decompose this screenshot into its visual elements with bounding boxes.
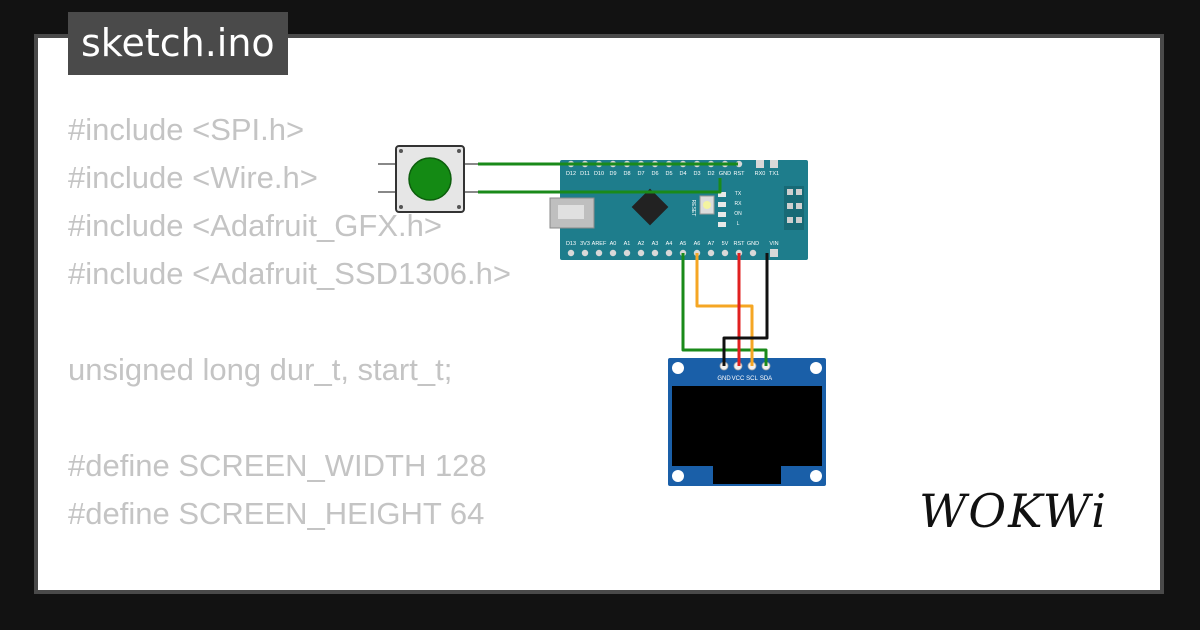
pin-label-bottom: A0 bbox=[610, 241, 617, 247]
header-pin-bottom bbox=[651, 249, 659, 257]
header-pin-bottom bbox=[749, 249, 757, 257]
pin-label-bottom: RST bbox=[734, 241, 746, 247]
led-label: ON bbox=[734, 211, 742, 217]
microcontroller-chip bbox=[631, 188, 669, 226]
header-pin-top bbox=[735, 160, 743, 168]
arduino-nano-board bbox=[560, 160, 808, 260]
header-pin-bottom bbox=[567, 249, 575, 257]
wire-button-to-gnd bbox=[478, 178, 722, 194]
pin-label-top: D7 bbox=[637, 171, 644, 177]
pin-label-top: D8 bbox=[623, 171, 630, 177]
pin-label-bottom: A3 bbox=[652, 241, 659, 247]
pin-label-top: D2 bbox=[707, 171, 714, 177]
pin-label-top: D3 bbox=[693, 171, 700, 177]
oled-pin-label: SDA bbox=[760, 376, 772, 382]
header-pin-top bbox=[756, 160, 764, 168]
status-led bbox=[718, 202, 726, 207]
led-label: TX bbox=[735, 191, 742, 197]
pin-label-bottom: A2 bbox=[638, 241, 645, 247]
header-pin-bottom bbox=[609, 249, 617, 257]
oled-screen bbox=[672, 386, 822, 466]
wire-scl-a5 bbox=[695, 253, 754, 366]
code-line: #include <Adafruit_GFX.h> bbox=[68, 208, 442, 243]
icsp-pin bbox=[796, 189, 802, 195]
led-label: L bbox=[737, 221, 740, 227]
pin-label-top: TX1 bbox=[769, 171, 779, 177]
oled-ribbon bbox=[713, 466, 781, 484]
code-line: #include <Adafruit_SSD1306.h> bbox=[68, 256, 511, 291]
header-pin-bottom bbox=[770, 249, 778, 257]
led-label: RX bbox=[735, 201, 743, 207]
pin-label-top: RX0 bbox=[755, 171, 766, 177]
code-line: unsigned long dur_t, start_t; bbox=[68, 352, 453, 387]
pin-label-top: RST bbox=[734, 171, 746, 177]
pin-label-bottom: VIN bbox=[769, 241, 778, 247]
oled-pin-label: SCL bbox=[746, 376, 758, 382]
header-pin-bottom bbox=[581, 249, 589, 257]
icsp-pin bbox=[787, 189, 793, 195]
file-tab-sketch[interactable]: sketch.ino bbox=[68, 12, 288, 75]
pin-label-top: D12 bbox=[566, 171, 576, 177]
pin-label-bottom: GND bbox=[747, 241, 759, 247]
header-pin-bottom bbox=[595, 249, 603, 257]
pin-label-top: D9 bbox=[609, 171, 616, 177]
pin-label-bottom: A4 bbox=[666, 241, 673, 247]
pin-label-top: D10 bbox=[594, 171, 604, 177]
pin-label-top: D6 bbox=[651, 171, 658, 177]
header-pin-bottom bbox=[707, 249, 715, 257]
oled-pin-label: VCC bbox=[732, 376, 745, 382]
pin-label-top: D11 bbox=[580, 171, 590, 177]
pin-label-top: D5 bbox=[665, 171, 672, 177]
reset-button-cap bbox=[703, 201, 711, 209]
pin-label-bottom: A5 bbox=[680, 241, 687, 247]
usb-port bbox=[558, 205, 584, 219]
icsp-pin bbox=[787, 203, 793, 209]
code-line: #include <SPI.h> bbox=[68, 112, 305, 147]
mounting-hole bbox=[810, 362, 822, 374]
header-pin-bottom bbox=[637, 249, 645, 257]
pin-label-bottom: 5V bbox=[722, 241, 729, 247]
pin-label-bottom: A7 bbox=[708, 241, 715, 247]
pin-label-bottom: D13 bbox=[566, 241, 576, 247]
pin-label-top: GND bbox=[719, 171, 731, 177]
simulation-card: #include <SPI.h> #include <Wire.h> #includ… bbox=[34, 34, 1164, 594]
status-led bbox=[718, 222, 726, 227]
header-pin-bottom bbox=[721, 249, 729, 257]
wire-gnd-gnd bbox=[722, 253, 769, 366]
icsp-pin bbox=[787, 217, 793, 223]
icsp-pin bbox=[796, 217, 802, 223]
code-preview: #include <SPI.h> #include <Wire.h> #includ… bbox=[68, 106, 511, 590]
oled-pin-label: GND bbox=[717, 376, 731, 382]
reset-label: RESET bbox=[690, 200, 696, 217]
push-button-screw bbox=[457, 205, 461, 209]
pin-label-bottom: AREF bbox=[592, 241, 607, 247]
wokwi-logo: WOKWi bbox=[919, 484, 1108, 538]
status-led bbox=[718, 212, 726, 217]
mounting-hole bbox=[672, 470, 684, 482]
header-pin-bottom bbox=[623, 249, 631, 257]
code-line: #define SCREEN_HEIGHT 64 bbox=[68, 496, 485, 531]
pin-label-bottom: 3V3 bbox=[580, 241, 590, 247]
pin-label-bottom: A6 bbox=[694, 241, 701, 247]
icsp-pin bbox=[796, 203, 802, 209]
push-button-screw bbox=[399, 149, 403, 153]
header-pin-bottom bbox=[665, 249, 673, 257]
mounting-hole bbox=[672, 362, 684, 374]
pin-label-bottom: A1 bbox=[624, 241, 631, 247]
push-button-screw bbox=[399, 205, 403, 209]
pin-label-top: D4 bbox=[679, 171, 686, 177]
code-line: #define SCREEN_WIDTH 128 bbox=[68, 448, 487, 483]
header-pin-top bbox=[770, 160, 778, 168]
push-button-cap bbox=[408, 157, 452, 201]
code-line: #include <Wire.h> bbox=[68, 160, 318, 195]
mounting-hole bbox=[810, 470, 822, 482]
push-button-screw bbox=[457, 149, 461, 153]
status-led bbox=[718, 192, 726, 197]
